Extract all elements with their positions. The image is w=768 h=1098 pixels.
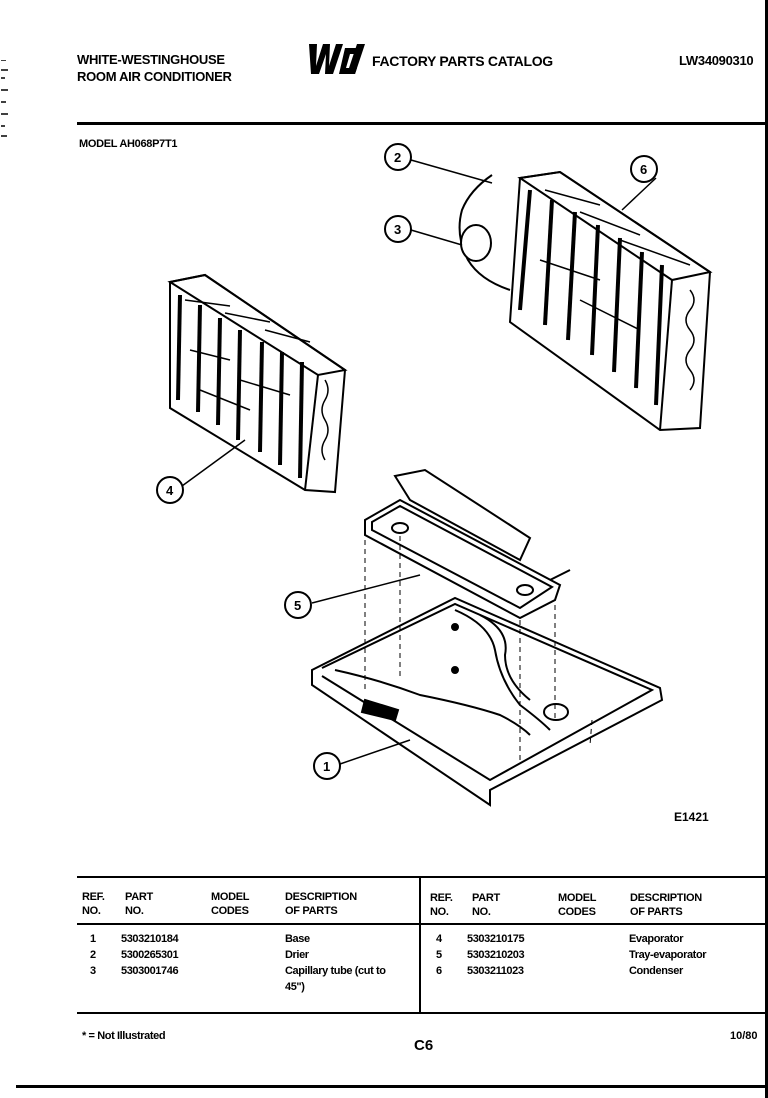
wci-logo (309, 44, 365, 74)
svg-text:6: 6 (640, 162, 647, 177)
svg-text:1: 1 (323, 759, 330, 774)
evaporator-part (167, 273, 348, 494)
capillary-and-drier (458, 174, 511, 291)
row-part-no: 5303210184 (121, 933, 179, 945)
row-ref: 2 (90, 949, 96, 961)
row-ref: 1 (90, 933, 96, 945)
table-top-rule (77, 876, 765, 878)
page-border-right (765, 0, 768, 1098)
svg-text:5: 5 (294, 598, 301, 613)
condenser-part (508, 170, 713, 432)
brand-line-2: ROOM AIR CONDITIONER (77, 69, 232, 84)
page-number: C6 (414, 1037, 434, 1054)
leader-lines (181, 159, 657, 765)
page-border-bottom (16, 1085, 768, 1088)
footnote: * = Not Illustrated (82, 1030, 166, 1042)
revision-date: 10/80 (730, 1030, 758, 1042)
row-ref: 3 (90, 965, 96, 977)
row-ref: 5 (436, 949, 442, 961)
row-desc: Evaporator (629, 933, 684, 945)
callout-2: 2 (384, 143, 412, 171)
row-part-no: 5303211023 (467, 965, 524, 977)
header-ref: REF.NO. (82, 891, 105, 917)
header-rule (77, 122, 765, 125)
exploded-parts-diagram: 2 3 6 4 5 1 (156, 143, 713, 807)
catalog-title: FACTORY PARTS CATALOG (372, 53, 553, 69)
callout-3: 3 (384, 215, 412, 243)
row-desc-continued: 45") (285, 981, 305, 993)
row-part-no: 5303210175 (467, 933, 525, 945)
svg-text:4: 4 (166, 483, 174, 498)
table-bottom-rule (77, 1012, 765, 1014)
row-part-no: 5303001746 (121, 965, 179, 977)
binding-marks (1, 60, 8, 137)
table-center-divider (419, 876, 421, 1013)
row-desc: Drier (285, 949, 309, 961)
row-desc: Capillary tube (cut to (285, 965, 386, 977)
model-line: MODEL AH068P7T1 (79, 138, 178, 150)
brand-line-1: WHITE-WESTINGHOUSE (77, 52, 225, 67)
tray-evaporator-part (364, 468, 571, 620)
callout-6: 6 (630, 155, 658, 183)
row-desc: Tray-evaporator (629, 949, 707, 961)
svg-text:2: 2 (394, 150, 401, 165)
row-ref: 4 (436, 933, 442, 945)
row-desc: Condenser (629, 965, 683, 977)
callout-5: 5 (284, 591, 312, 619)
row-part-no: 5303210203 (467, 949, 525, 961)
callout-4: 4 (156, 476, 184, 504)
table-header-rule (77, 923, 765, 925)
row-desc: Base (285, 933, 310, 945)
base-part (311, 596, 664, 807)
svg-text:3: 3 (394, 222, 401, 237)
row-ref: 6 (436, 965, 442, 977)
figure-code: E1421 (674, 810, 709, 824)
assembly-guides (364, 536, 593, 760)
row-part-no: 5300265301 (121, 949, 179, 961)
header-ref-right: REF.NO. (430, 892, 453, 918)
callout-1: 1 (313, 752, 341, 780)
catalog-number: LW34090310 (679, 53, 754, 68)
